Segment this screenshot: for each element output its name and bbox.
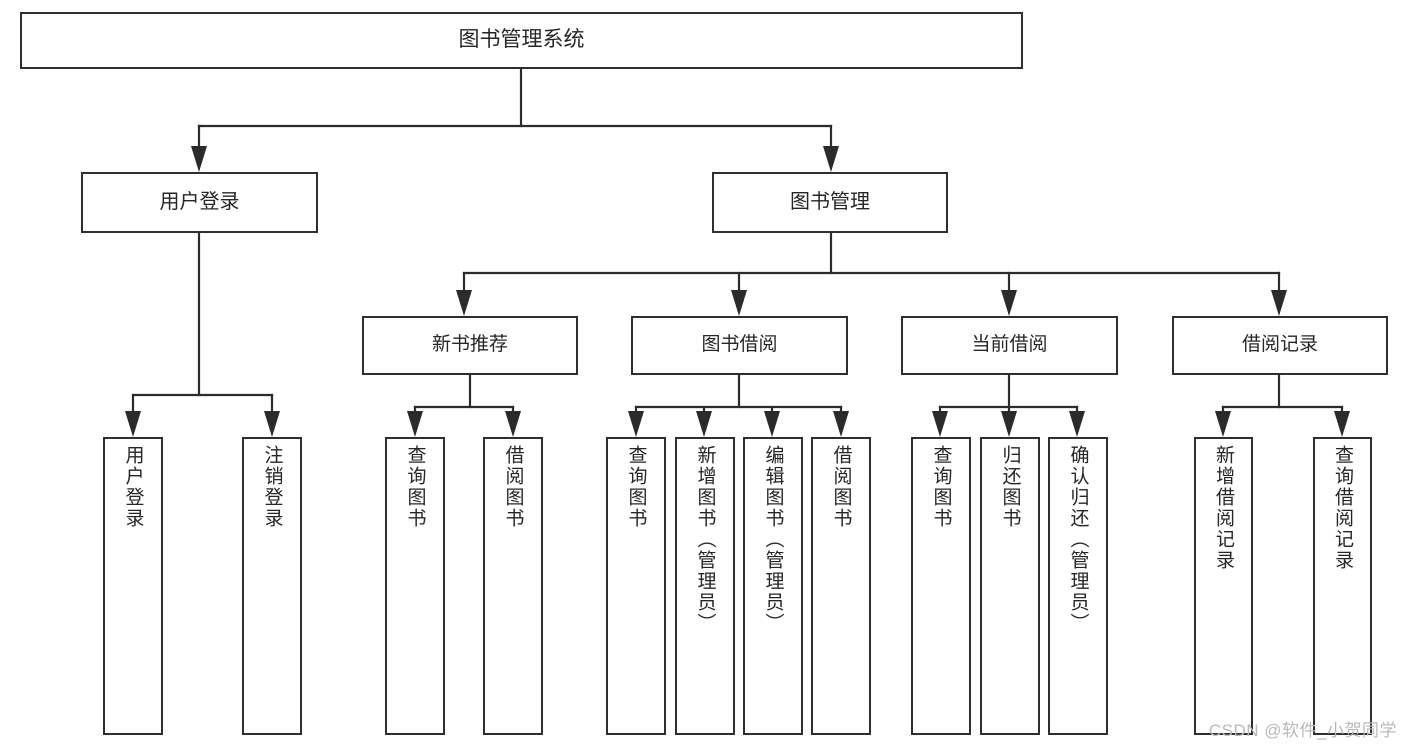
leaf-borrow-record-query-label: 查询借阅记录 (1332, 445, 1353, 571)
leaf-borrow-record-add[interactable]: 新增借阅记录 (1194, 437, 1253, 735)
node-root-book-management-system[interactable]: 图书管理系统 (20, 12, 1023, 69)
watermark-text: CSDN @软件_小贺同学 (1208, 721, 1397, 740)
leaf-user-login-logout-label: 注销登录 (261, 445, 283, 529)
leaf-book-borrow-query-label: 查询图书 (625, 445, 647, 529)
arrowhead-currentborrow-leaf-3 (1069, 411, 1085, 437)
node-current-borrow[interactable]: 当前借阅 (901, 316, 1118, 375)
node-book-borrow-label: 图书借阅 (701, 334, 778, 356)
leaf-current-borrow-query[interactable]: 查询图书 (911, 437, 971, 735)
leaf-book-borrow-add-admin[interactable]: 新增图书（管理员） (675, 437, 735, 735)
arrowhead-bookborrow-leaf-1 (628, 411, 644, 437)
arrowhead-bookmgmt-child-3 (1001, 290, 1017, 316)
leaf-book-borrow-edit-admin[interactable]: 编辑图书（管理员） (743, 437, 803, 735)
node-book-borrow[interactable]: 图书借阅 (631, 316, 848, 375)
leaf-book-borrow-add-admin-label: 新增图书（管理员） (694, 445, 716, 634)
node-root-label: 图书管理系统 (458, 28, 585, 52)
leaf-book-borrow-borrow[interactable]: 借阅图书 (811, 437, 871, 735)
leaf-book-borrow-query[interactable]: 查询图书 (606, 437, 666, 735)
arrowhead-bookmgmt-child-1 (456, 290, 472, 316)
arrowhead-borrowrecord-leaf-1 (1215, 411, 1231, 437)
leaf-current-borrow-confirm-admin[interactable]: 确认归还（管理员） (1048, 437, 1108, 735)
node-borrow-record-label: 借阅记录 (1241, 334, 1318, 356)
arrowhead-newbook-leaf-1 (407, 411, 423, 437)
arrowhead-userlogin-leaf-2 (264, 411, 280, 437)
node-book-management-label: 图书管理 (790, 190, 870, 213)
leaf-current-borrow-confirm-admin-label: 确认归还（管理员） (1067, 445, 1089, 634)
arrowhead-bookborrow-leaf-4 (833, 411, 849, 437)
leaf-borrow-record-query[interactable]: 查询借阅记录 (1313, 437, 1372, 735)
leaf-new-book-query[interactable]: 查询图书 (385, 437, 445, 735)
arrowhead-borrowrecord-leaf-2 (1334, 411, 1350, 437)
node-user-login[interactable]: 用户登录 (81, 172, 318, 233)
arrowhead-userlogin-leaf-1 (125, 411, 141, 437)
arrowhead-root-to-bookmgmt (823, 146, 839, 172)
arrowhead-bookborrow-leaf-3 (764, 411, 780, 437)
leaf-user-login-login[interactable]: 用户登录 (103, 437, 163, 735)
node-new-book-recommend[interactable]: 新书推荐 (362, 316, 578, 375)
leaf-borrow-record-add-label: 新增借阅记录 (1213, 445, 1234, 571)
leaf-book-borrow-borrow-label: 借阅图书 (830, 445, 852, 529)
node-book-management[interactable]: 图书管理 (712, 172, 948, 233)
arrowhead-bookmgmt-child-2 (731, 290, 747, 316)
leaf-new-book-borrow-label: 借阅图书 (502, 445, 524, 529)
node-new-book-recommend-label: 新书推荐 (431, 334, 508, 356)
arrowhead-bookborrow-leaf-2 (696, 411, 712, 437)
arrowhead-bookmgmt-child-4 (1271, 290, 1287, 316)
arrowhead-newbook-leaf-2 (505, 411, 521, 437)
node-user-login-label: 用户登录 (159, 190, 240, 213)
node-borrow-record[interactable]: 借阅记录 (1172, 316, 1388, 375)
leaf-user-login-logout[interactable]: 注销登录 (242, 437, 302, 735)
leaf-new-book-query-label: 查询图书 (404, 445, 426, 529)
leaf-new-book-borrow[interactable]: 借阅图书 (483, 437, 543, 735)
leaf-user-login-login-label: 用户登录 (122, 445, 144, 529)
arrowhead-currentborrow-leaf-2 (1001, 411, 1017, 437)
node-current-borrow-label: 当前借阅 (971, 334, 1048, 356)
leaf-current-borrow-return[interactable]: 归还图书 (980, 437, 1040, 735)
arrowhead-currentborrow-leaf-1 (932, 411, 948, 437)
leaf-book-borrow-edit-admin-label: 编辑图书（管理员） (762, 445, 784, 634)
leaf-current-borrow-query-label: 查询图书 (930, 445, 952, 529)
arrowhead-root-to-userlogin (191, 146, 207, 172)
leaf-current-borrow-return-label: 归还图书 (999, 445, 1021, 529)
